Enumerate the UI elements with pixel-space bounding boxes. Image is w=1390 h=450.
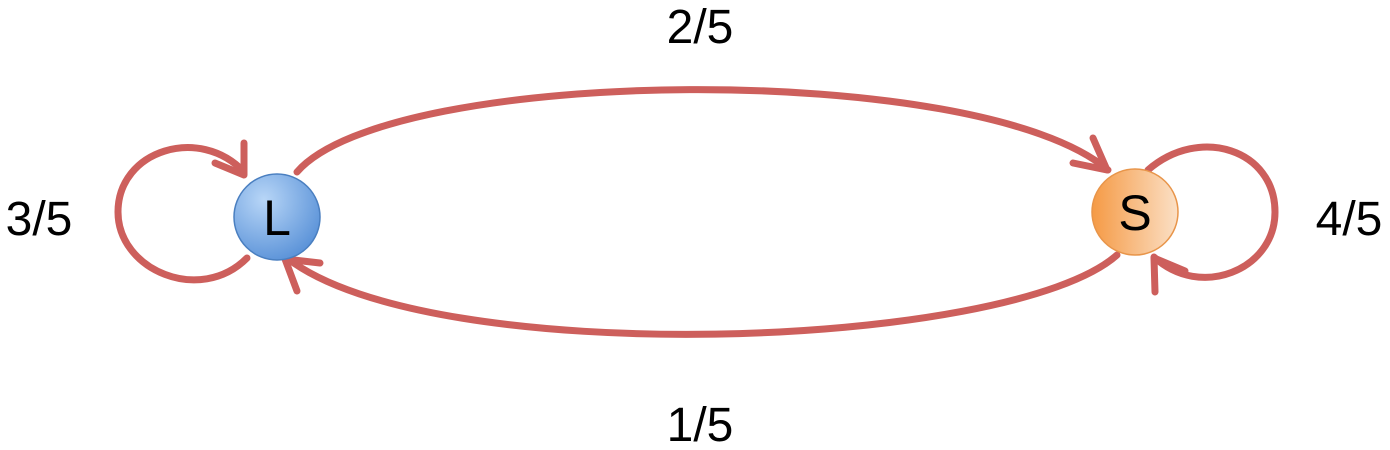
edge-l-to-s-label: 2/5 [667,1,734,54]
edge-l-self-loop-arrowhead [211,139,248,179]
edge-s-self-loop [1144,143,1279,281]
edge-s-to-l-label: 1/5 [667,399,734,450]
edge-s-self-loop-label: 4/5 [1316,193,1383,246]
node-l-circle [233,173,321,261]
node-s-label: S [1118,185,1151,241]
edge-l-to-s-arrowhead [1069,134,1111,174]
edge-l-self-loop-label: 3/5 [6,193,73,246]
node-s-circle [1091,168,1179,256]
node-l-label: L [263,190,291,246]
edge-l-self-loop [114,144,251,284]
edge-l-to-s [293,86,1112,176]
edge-s-to-l [283,251,1121,338]
edge-s-self-loop-arrowhead [1150,254,1189,296]
